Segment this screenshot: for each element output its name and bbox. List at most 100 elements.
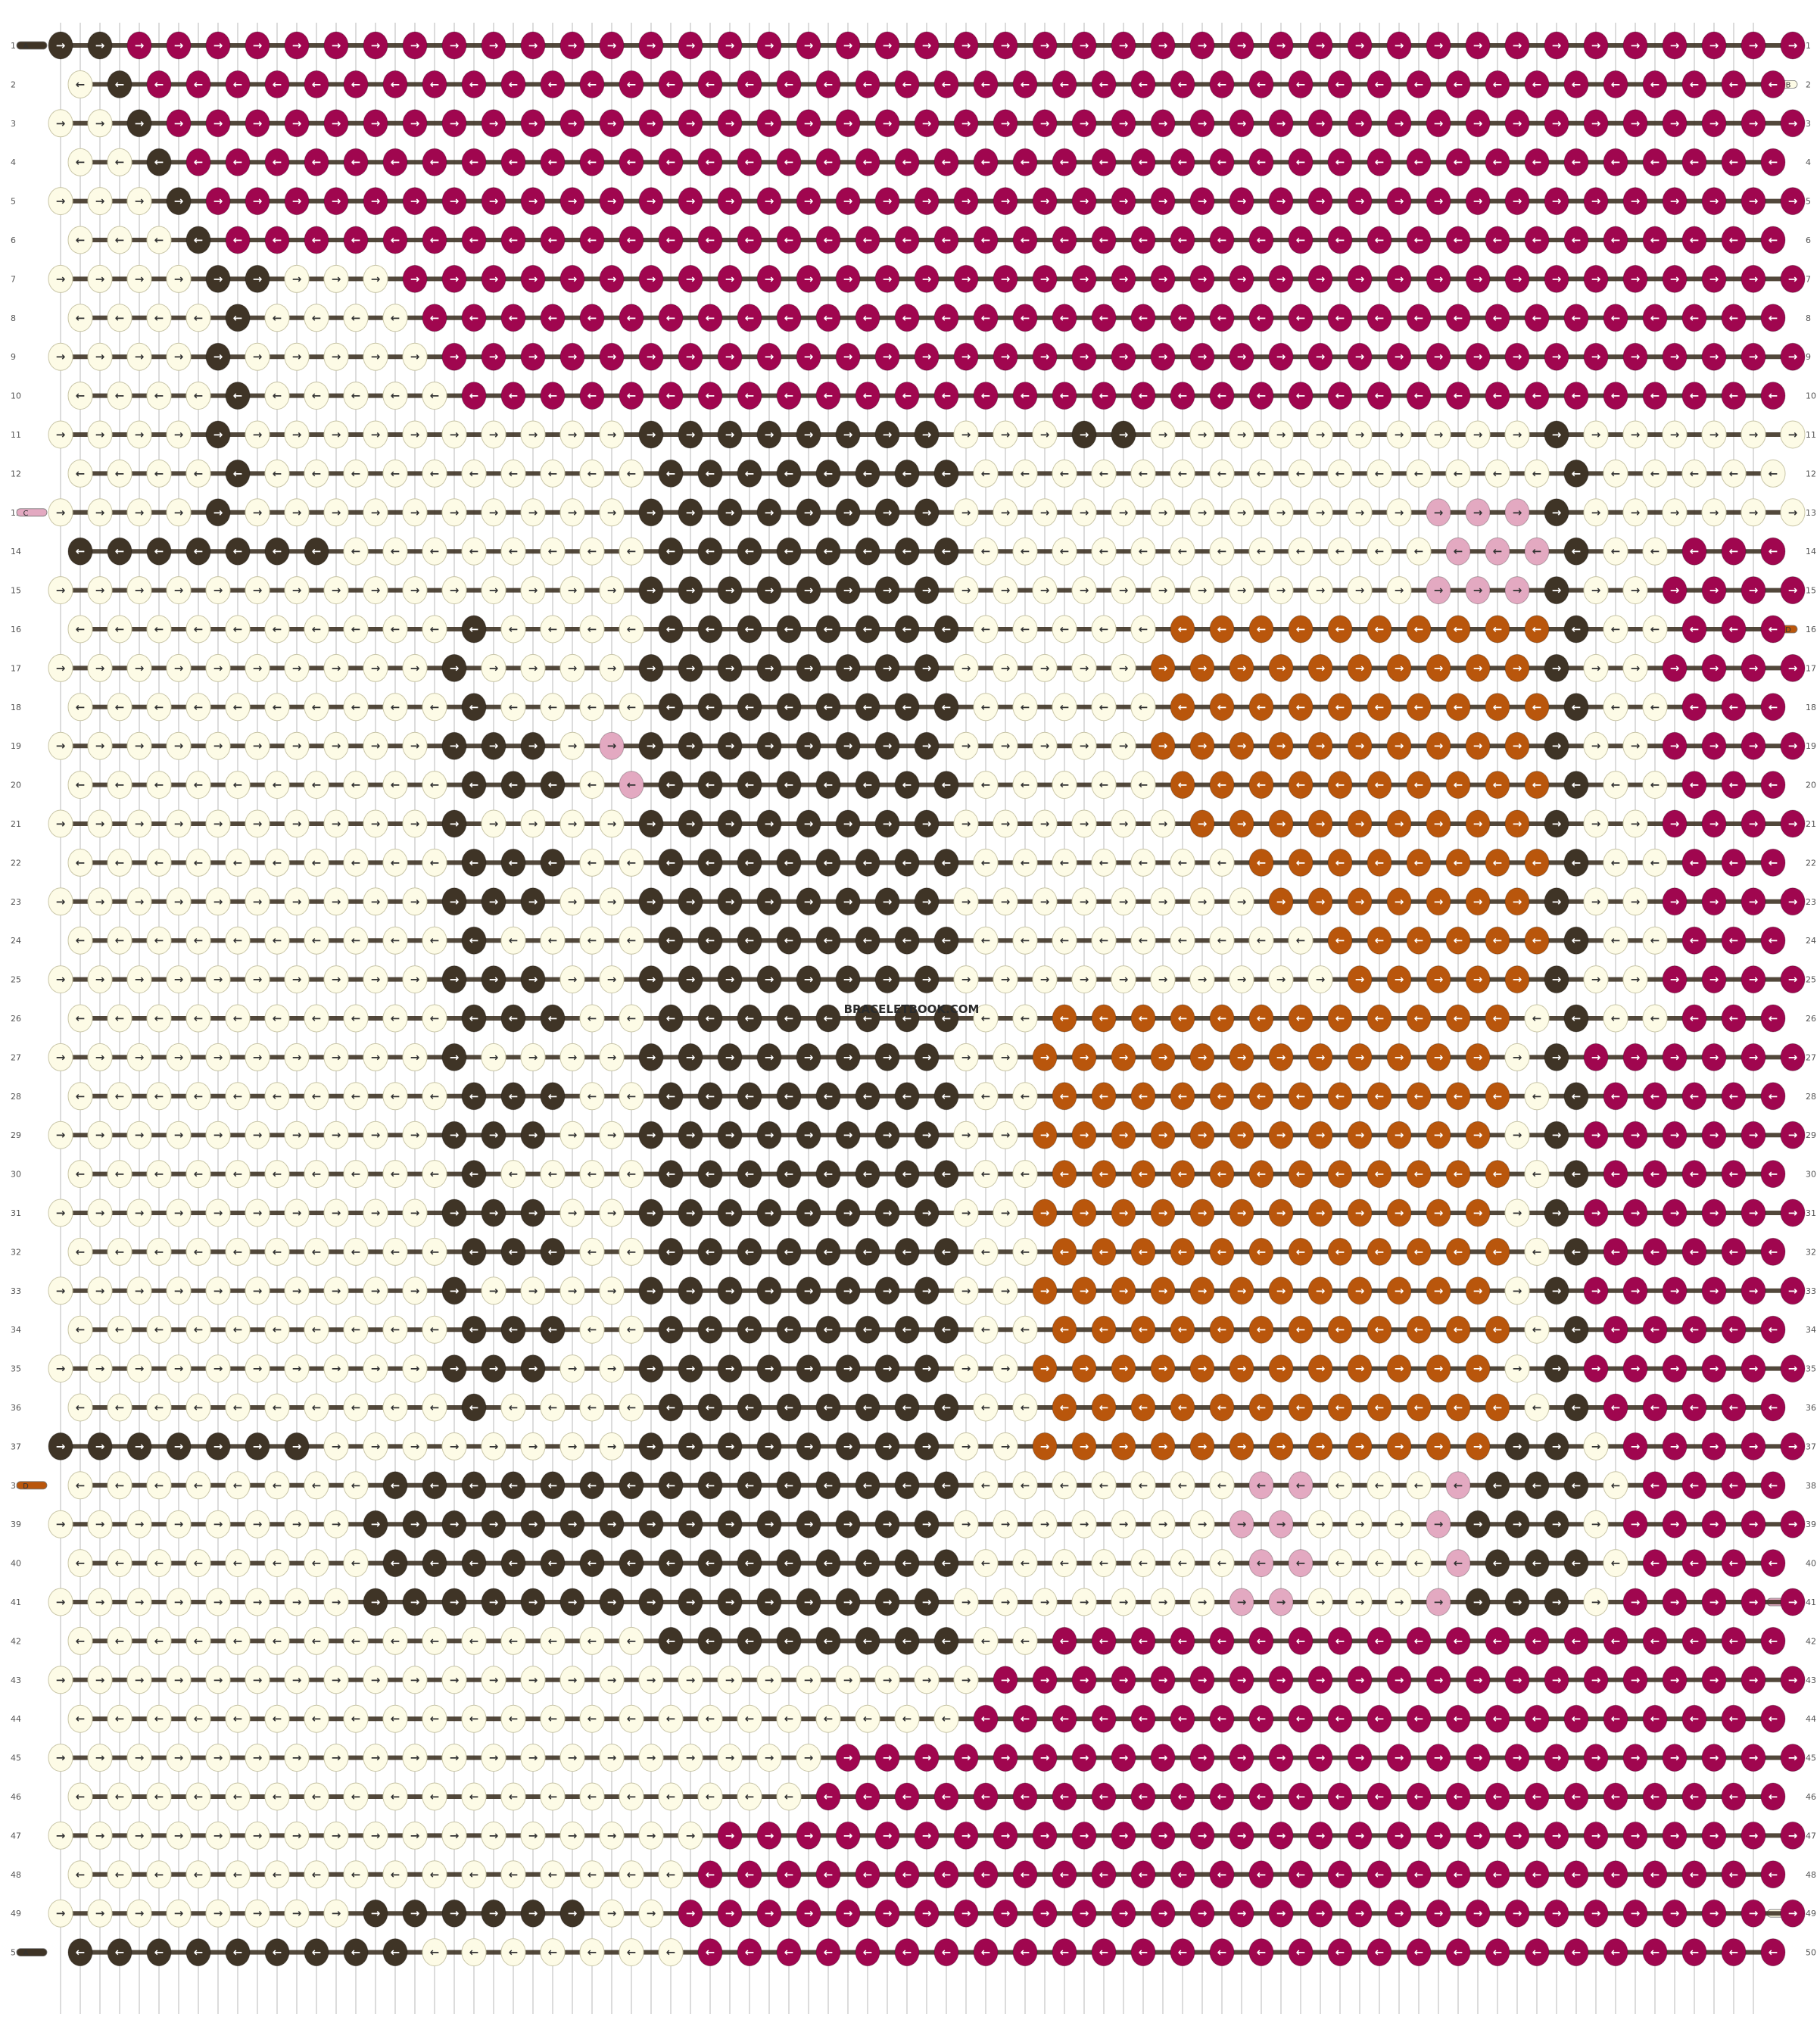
arrow-right-icon: → bbox=[253, 584, 263, 597]
knot-bead bbox=[1248, 459, 1274, 488]
knot: → bbox=[126, 420, 152, 449]
arrow-right-icon: → bbox=[1119, 1128, 1129, 1142]
knot-bead bbox=[914, 498, 940, 527]
knot: → bbox=[520, 731, 546, 760]
arrow-left-icon: ← bbox=[1217, 700, 1227, 714]
knot: → bbox=[126, 1199, 152, 1227]
knot: ← bbox=[815, 226, 841, 254]
knot: → bbox=[520, 31, 546, 60]
arrow-left-icon: ← bbox=[1572, 1323, 1582, 1336]
knot: ← bbox=[1327, 1160, 1353, 1189]
knot-bead bbox=[402, 109, 428, 138]
arrow-right-icon: → bbox=[607, 739, 617, 753]
knot: ← bbox=[619, 382, 644, 410]
arrow-left-icon: ← bbox=[902, 311, 912, 325]
arrow-left-icon: ← bbox=[1099, 155, 1109, 169]
arrow-left-icon: ← bbox=[391, 700, 400, 714]
arrow-left-icon: ← bbox=[1650, 622, 1660, 636]
knot: ← bbox=[737, 1237, 762, 1266]
knot: → bbox=[1622, 809, 1648, 838]
knot: → bbox=[1189, 31, 1215, 60]
arrow-left-icon: ← bbox=[154, 544, 164, 558]
arrow-left-icon: ← bbox=[1021, 934, 1030, 947]
knot: → bbox=[599, 1043, 625, 1071]
arrow-right-icon: → bbox=[1316, 117, 1326, 130]
knot: ← bbox=[1642, 1082, 1668, 1111]
knot: → bbox=[441, 653, 467, 682]
arrow-left-icon: ← bbox=[627, 233, 637, 247]
knot-bead bbox=[815, 382, 841, 410]
knot-bead bbox=[1681, 615, 1707, 644]
arrow-left-icon: ← bbox=[942, 155, 952, 169]
arrow-left-icon: ← bbox=[548, 389, 558, 403]
knot: ← bbox=[1642, 226, 1668, 254]
arrow-right-icon: → bbox=[56, 973, 66, 987]
arrow-right-icon: → bbox=[56, 428, 66, 441]
knot: → bbox=[441, 187, 467, 216]
knot: ← bbox=[67, 1160, 93, 1189]
knot: → bbox=[441, 264, 467, 293]
arrow-left-icon: ← bbox=[351, 155, 361, 169]
arrow-right-icon: → bbox=[1198, 739, 1208, 753]
row-number-left: 9 bbox=[11, 352, 16, 362]
knot: ← bbox=[304, 615, 329, 644]
arrow-right-icon: → bbox=[765, 350, 774, 363]
knot: → bbox=[1229, 420, 1254, 449]
knot-bead bbox=[1111, 31, 1136, 60]
knot: ← bbox=[973, 148, 999, 176]
knot: ← bbox=[1445, 382, 1471, 410]
arrow-right-icon: → bbox=[1276, 350, 1286, 363]
knot-bead bbox=[933, 304, 959, 332]
knot: → bbox=[481, 498, 506, 527]
arrow-left-icon: ← bbox=[1650, 700, 1660, 714]
arrow-right-icon: → bbox=[1276, 973, 1286, 987]
knot: ← bbox=[1012, 615, 1038, 644]
arrow-left-icon: ← bbox=[1375, 1167, 1385, 1181]
knot: ← bbox=[933, 70, 959, 98]
arrow-right-icon: → bbox=[1788, 195, 1798, 208]
arrow-right-icon: → bbox=[961, 117, 971, 130]
arrow-left-icon: ← bbox=[1769, 700, 1778, 714]
arrow-left-icon: ← bbox=[1729, 1167, 1739, 1181]
knot: → bbox=[166, 1276, 192, 1305]
row-number-left: 42 bbox=[11, 1636, 21, 1646]
arrow-left-icon: ← bbox=[706, 77, 715, 91]
knot: → bbox=[1622, 31, 1648, 60]
knot: → bbox=[323, 965, 349, 994]
knot: ← bbox=[1367, 1082, 1392, 1111]
arrow-right-icon: → bbox=[528, 428, 538, 441]
arrow-right-icon: → bbox=[765, 39, 774, 52]
knot: → bbox=[717, 731, 743, 760]
knot: → bbox=[559, 1199, 585, 1227]
knot-bead bbox=[1347, 342, 1373, 371]
knot: ← bbox=[1721, 70, 1747, 98]
arrow-left-icon: ← bbox=[824, 77, 834, 91]
arrow-right-icon: → bbox=[1316, 661, 1326, 675]
arrow-left-icon: ← bbox=[391, 856, 400, 869]
knot: ← bbox=[1603, 382, 1628, 410]
arrow-left-icon: ← bbox=[627, 1167, 637, 1181]
arrow-left-icon: ← bbox=[942, 466, 952, 480]
knot: → bbox=[1307, 498, 1333, 527]
knot: → bbox=[796, 1276, 821, 1305]
row-number-right: 50 bbox=[1806, 1948, 1816, 1958]
arrow-right-icon: → bbox=[607, 1050, 617, 1064]
arrow-left-icon: ← bbox=[1217, 856, 1227, 869]
arrow-right-icon: → bbox=[804, 1284, 814, 1298]
arrow-right-icon: → bbox=[1119, 350, 1129, 363]
arrow-right-icon: → bbox=[1237, 1284, 1247, 1298]
knot: ← bbox=[933, 1160, 959, 1189]
knot-bead bbox=[776, 693, 802, 722]
arrow-right-icon: → bbox=[961, 1050, 971, 1064]
knot: ← bbox=[185, 693, 211, 722]
knot: ← bbox=[1642, 848, 1668, 877]
knot: ← bbox=[146, 1315, 172, 1344]
arrow-right-icon: → bbox=[1001, 350, 1011, 363]
knot: → bbox=[1111, 731, 1136, 760]
knot: → bbox=[1583, 498, 1609, 527]
knot: → bbox=[638, 1199, 664, 1227]
knot: ← bbox=[737, 459, 762, 488]
knot: → bbox=[559, 1354, 585, 1383]
knot-bead bbox=[1780, 653, 1806, 682]
knot-bead bbox=[914, 576, 940, 605]
